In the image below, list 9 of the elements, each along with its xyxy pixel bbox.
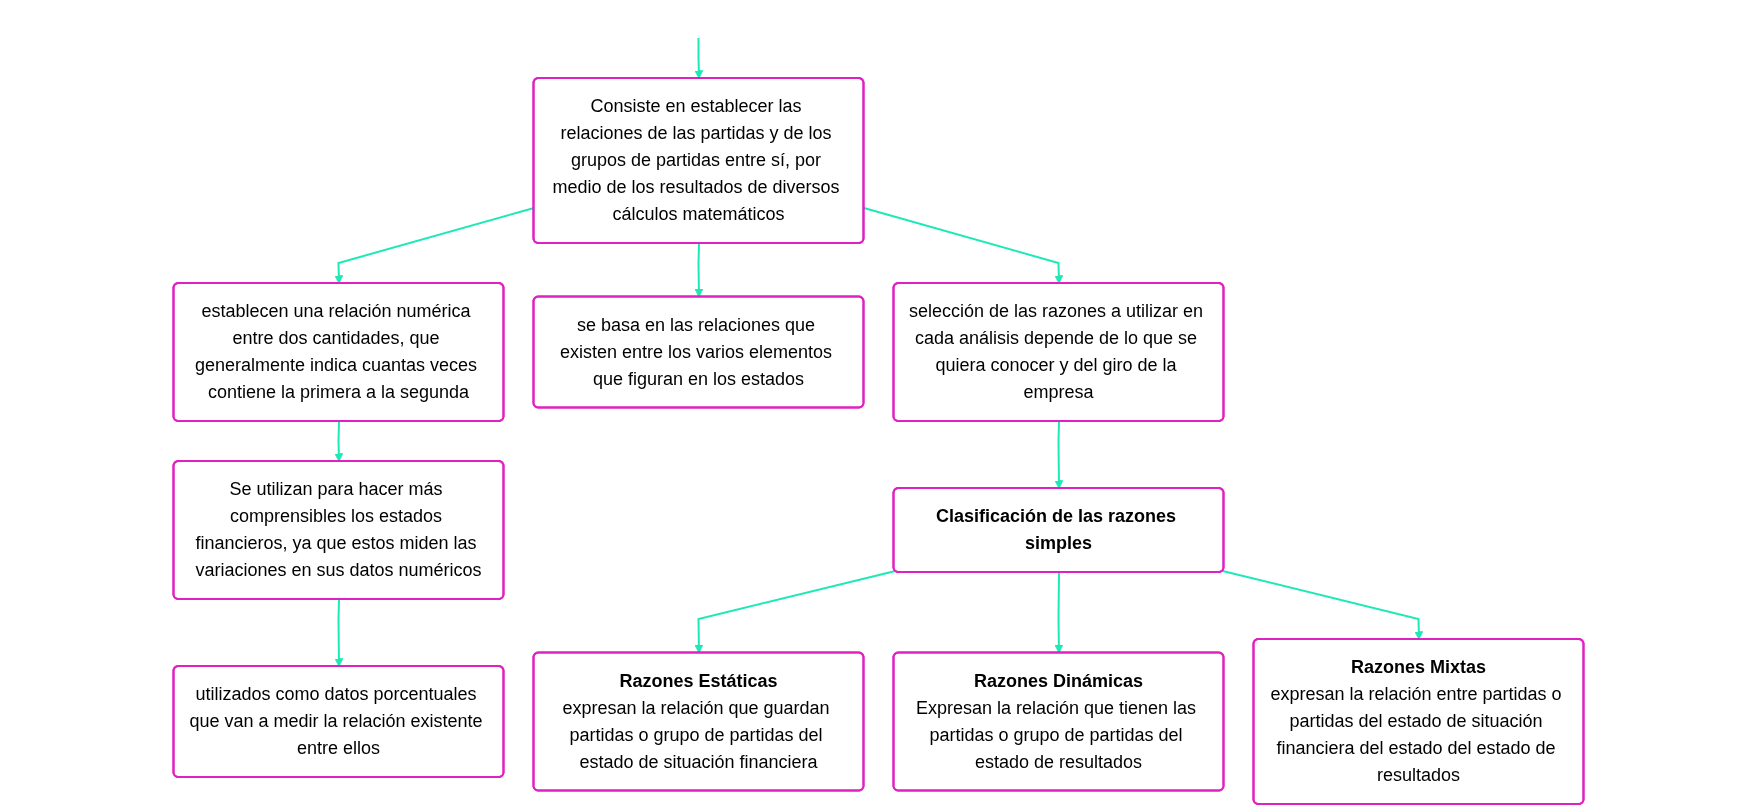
arrow: [334, 420, 344, 462]
arrow: [694, 569, 897, 654]
arrow: [863, 207, 1064, 284]
arrow: [334, 598, 344, 667]
arrow: [1054, 420, 1064, 489]
arrow: [694, 37, 704, 79]
arrow: [694, 242, 704, 298]
arrow: [1054, 571, 1064, 654]
arrow: [1221, 569, 1424, 640]
